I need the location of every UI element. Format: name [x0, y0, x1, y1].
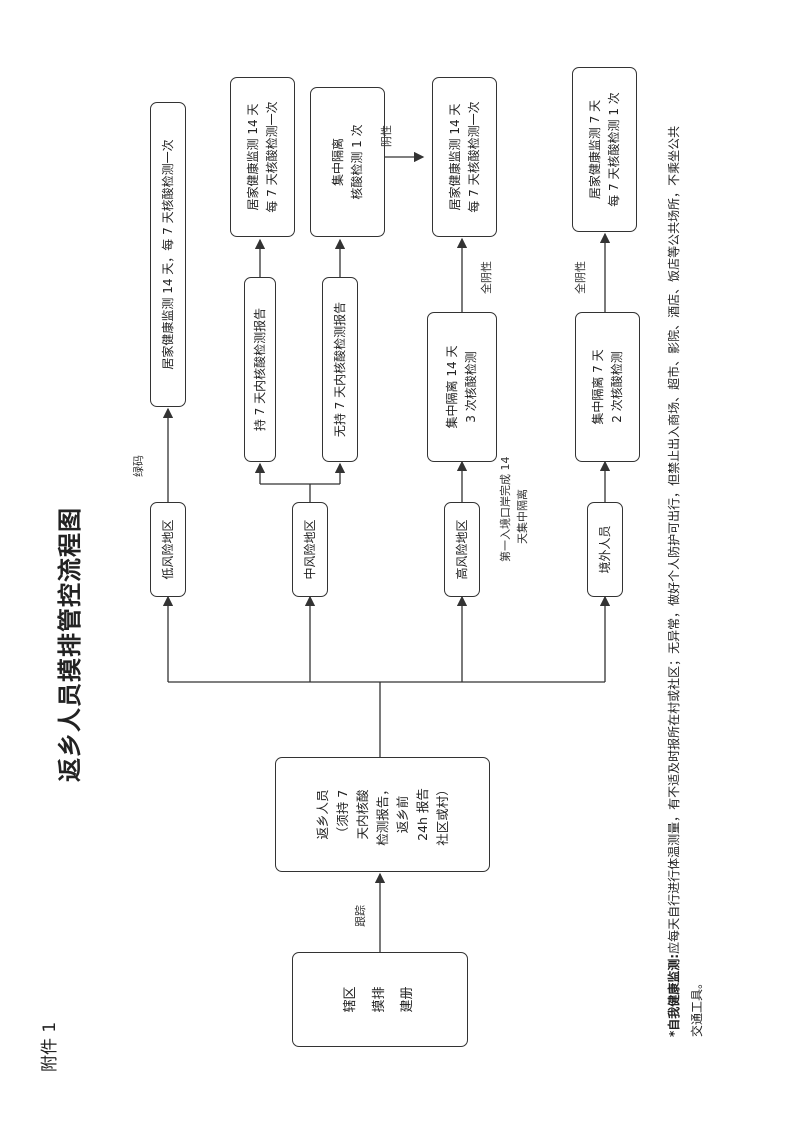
- overseas-central-isolation-box: 集中隔离 7 天 2 次核酸检测: [575, 312, 640, 462]
- footnote: *自我健康监测:应每天自行进行体温测量，有不适及时报所在村或社区；无异常，做好个…: [663, 117, 709, 1037]
- overseas-box: 境外人员: [587, 502, 623, 597]
- returnee-line-2: （须持 7: [334, 789, 350, 840]
- high-central-line-1: 集中隔离 14 天: [445, 345, 460, 429]
- mid-central-isolation-box: 集中隔离 核酸检测 1 次: [310, 87, 385, 237]
- all-negative-high-label: 全阴性: [480, 261, 493, 294]
- overseas-central-line-1: 集中隔离 7 天: [590, 349, 605, 425]
- mid-risk-box: 中风险地区: [292, 502, 328, 597]
- overseas-home-line-2: 每 7 天核酸检测 1 次: [606, 92, 621, 207]
- returnee-box: 返乡人员 （须持 7 天内核酸 检测报告， 返乡前 24h 报告 社区或村）: [275, 757, 490, 872]
- returnee-line-3: 天内核酸: [354, 789, 370, 840]
- all-negative-overseas-label: 全阴性: [574, 261, 587, 294]
- low-risk-box: 低风险地区: [150, 502, 186, 597]
- register-line-2: 摸排: [371, 986, 387, 1013]
- first-entry-line-2: 天集中隔离: [515, 489, 529, 544]
- high-home-line-1: 居家健康监测 14 天: [447, 103, 462, 211]
- low-home-monitor-box: 居家健康监测 14 天，每 7 天核酸检测一次: [150, 102, 186, 407]
- high-home-line-2: 每 7 天核酸检测一次: [466, 101, 481, 213]
- overseas-central-line-2: 2 次核酸检测: [609, 351, 624, 423]
- returnee-line-4: 检测报告，: [374, 783, 390, 846]
- register-box: 辖区 摸排 建册: [292, 952, 468, 1047]
- mid-home-monitor-box: 居家健康监测 14 天 每 7 天核酸检测一次: [230, 77, 295, 237]
- high-central-line-2: 3 次核酸检测: [464, 351, 478, 423]
- returnee-line-5: 返乡前: [394, 795, 410, 834]
- first-entry-label: 第一入境口岸完成 14 天集中隔离: [498, 457, 531, 563]
- footnote-bold: *自我健康监测:: [667, 953, 681, 1037]
- track-label: 跟踪: [354, 905, 367, 927]
- overseas-home-monitor-box: 居家健康监测 7 天 每 7 天核酸检测 1 次: [572, 67, 637, 232]
- mid-without-report-box: 无持 7 天内核酸检测报告: [322, 277, 358, 462]
- footnote-text: 应每天自行进行体温测量，有不适及时报所在村或社区；无异常，做好个人防护可出行，但…: [667, 125, 704, 1037]
- first-entry-line-1: 第一入境口岸完成 14: [499, 456, 512, 563]
- register-line-1: 辖区: [343, 986, 359, 1013]
- negative-label: 阴性: [380, 125, 393, 147]
- green-code-label: 绿码: [132, 455, 145, 477]
- returnee-line-6: 24h 报告: [414, 788, 430, 841]
- register-line-3: 建册: [400, 986, 416, 1013]
- high-home-monitor-box: 居家健康监测 14 天 每 7 天核酸检测一次: [432, 77, 497, 237]
- mid-home-line-1: 居家健康监测 14 天: [245, 103, 260, 211]
- high-risk-box: 高风险地区: [444, 502, 480, 597]
- overseas-home-line-1: 居家健康监测 7 天: [587, 99, 602, 200]
- mid-with-report-box: 持 7 天内核酸检测报告: [244, 277, 276, 462]
- mid-home-line-2: 每 7 天核酸检测一次: [264, 101, 279, 213]
- returnee-line-1: 返乡人员: [314, 789, 330, 840]
- returnee-line-7: 社区或村）: [434, 783, 450, 846]
- mid-central-line-2: 核酸检测 1 次: [349, 124, 364, 200]
- high-central-isolation-box: 集中隔离 14 天 3 次核酸检测: [427, 312, 497, 462]
- mid-central-line-1: 集中隔离: [330, 138, 345, 187]
